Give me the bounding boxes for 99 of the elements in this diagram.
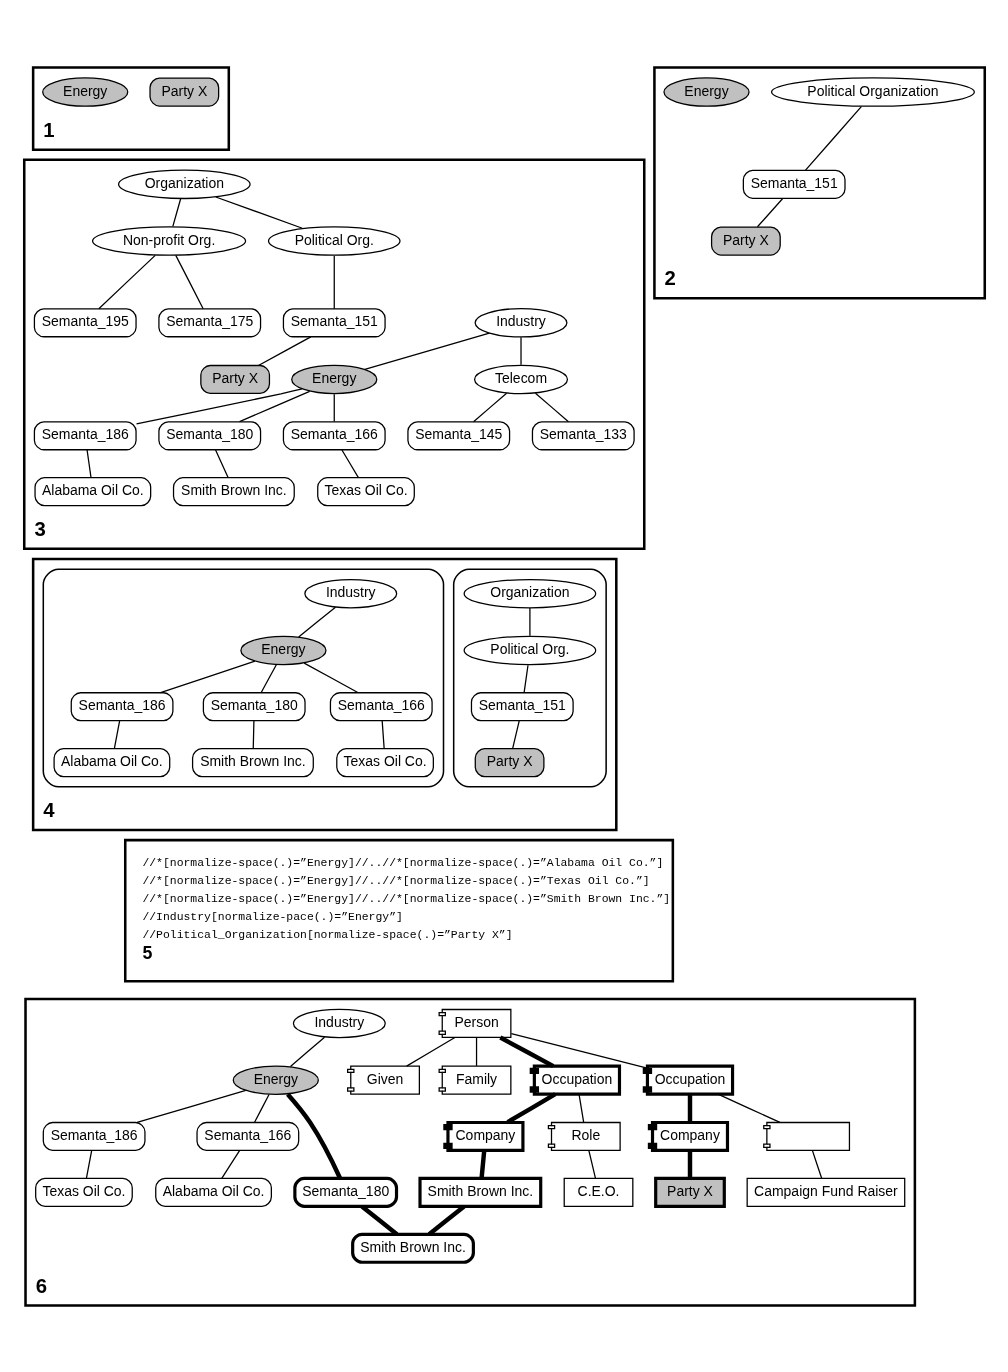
node-ellipse: Energy xyxy=(232,1064,319,1095)
connector xyxy=(85,448,92,478)
connector xyxy=(804,105,862,171)
node-box: Semanta_180 xyxy=(202,691,306,721)
node-ellipse: Industry xyxy=(303,578,397,608)
connector xyxy=(260,663,277,693)
connector xyxy=(159,660,256,693)
cluster xyxy=(452,567,607,787)
connector xyxy=(333,254,335,309)
node-ellipse: Energy xyxy=(41,76,128,107)
connector xyxy=(363,332,490,370)
node-box: Semanta_166 xyxy=(329,691,433,721)
node-box: Party X xyxy=(474,747,545,777)
connector xyxy=(135,1089,246,1123)
connector xyxy=(687,1150,692,1178)
connector xyxy=(113,719,120,749)
connector xyxy=(472,392,507,422)
connector xyxy=(333,393,335,422)
node-ellipse: Industry xyxy=(292,1008,386,1038)
node-ellipse: Political Organization xyxy=(770,76,975,107)
node-box: Texas Oil Co. xyxy=(316,476,415,506)
node-ellipse: Industry xyxy=(474,307,568,338)
connector xyxy=(519,336,522,365)
node-box: Semanta_145 xyxy=(406,420,510,450)
connector xyxy=(534,392,569,422)
connector xyxy=(405,1036,455,1067)
node-box: Smith Brown Inc. xyxy=(350,1232,475,1264)
node-box: Semanta_180 xyxy=(292,1176,398,1208)
node-box: Smith Brown Inc. xyxy=(191,747,314,777)
connector xyxy=(171,197,181,227)
node-box: Semanta_166 xyxy=(282,420,386,450)
node-box: Semanta_133 xyxy=(531,420,635,450)
connector xyxy=(427,1204,465,1236)
connector xyxy=(135,387,303,425)
node-box: C.E.O. xyxy=(563,1177,633,1207)
node-box: Alabama Oil Co. xyxy=(33,476,151,506)
node-box: Semanta_151 xyxy=(742,169,846,199)
connector xyxy=(587,1149,596,1179)
connector xyxy=(360,1204,398,1236)
connector xyxy=(220,1149,240,1179)
node-ellipse: Energy xyxy=(290,364,377,394)
node-box: Party X xyxy=(199,364,270,394)
connector xyxy=(528,606,531,636)
node-box: Smith Brown Inc. xyxy=(417,1176,542,1208)
connector xyxy=(716,1093,781,1123)
node-box: Party X xyxy=(653,1176,726,1208)
node-ellipse: Telecom xyxy=(473,364,568,394)
cluster xyxy=(42,567,444,787)
connector xyxy=(297,606,336,638)
node-box: Party X xyxy=(710,225,781,256)
connector xyxy=(340,448,359,478)
connector xyxy=(811,1149,822,1179)
connector xyxy=(577,1093,584,1123)
connector xyxy=(257,335,311,366)
connector xyxy=(475,1036,477,1067)
node-box: Semanta_151 xyxy=(470,691,574,721)
node-box: Smith Brown Inc. xyxy=(172,476,295,506)
connector xyxy=(303,661,358,693)
connector xyxy=(756,197,783,227)
node-box: Semanta_151 xyxy=(282,307,386,337)
node-box: Alabama Oil Co. xyxy=(154,1177,272,1207)
connector xyxy=(478,1149,486,1178)
connector xyxy=(511,719,520,749)
node-box: //*[normalize-space(.)=”Energy]//..//*[normalize-space(.)=”Alabama Oil Co.”] //*[normalize-space(.)=”Energy]//..//*[normalize-space(.)=”Texas Oil Co.”] //*[normalize-space(.)=”Energy]//..//*[normalize-space(.)=”Smith Brown Inc.”] //Industry[normalize-pace(.)=”Energy”] //Political_Organization[normalize-space(.)=”Party X”] 5 xyxy=(123,838,674,982)
connector xyxy=(174,254,204,309)
node-box: Texas Oil Co. xyxy=(34,1177,133,1207)
connector xyxy=(687,1093,692,1122)
connector xyxy=(238,390,310,422)
node-ellipse: Energy xyxy=(239,635,327,665)
node-box: Texas Oil Co. xyxy=(335,747,434,777)
node-box: Semanta_186 xyxy=(70,691,174,721)
connector xyxy=(523,664,529,693)
node-box: Semanta_186 xyxy=(42,1121,146,1151)
node-box: Campaign Fund Raiser xyxy=(746,1177,905,1207)
connector xyxy=(381,719,385,749)
node-ellipse: Political Org. xyxy=(267,225,401,256)
node-box: Semanta_180 xyxy=(157,420,261,450)
node-box: Semanta_195 xyxy=(33,307,137,337)
node-box: Alabama Oil Co. xyxy=(52,747,170,777)
connector xyxy=(289,1036,325,1067)
connector xyxy=(498,1035,554,1068)
node-box: Semanta_166 xyxy=(195,1121,299,1151)
node-box: Party X xyxy=(148,76,219,107)
connector xyxy=(214,448,229,478)
connector xyxy=(505,1091,556,1124)
connector xyxy=(253,1093,270,1123)
connector xyxy=(97,254,156,309)
connector xyxy=(285,1092,342,1179)
node-ellipse: Organization xyxy=(463,578,596,608)
node-ellipse: Energy xyxy=(662,76,750,107)
node-ellipse: Organization xyxy=(117,169,251,199)
connector xyxy=(85,1149,92,1179)
node-box: Semanta_186 xyxy=(33,420,137,450)
connector xyxy=(510,1032,648,1069)
node-box: Semanta_175 xyxy=(157,307,261,337)
node-ellipse: Political Org. xyxy=(463,635,596,665)
connector xyxy=(214,195,303,229)
connector xyxy=(252,719,255,749)
node-ellipse: Non-profit Org. xyxy=(91,225,246,256)
